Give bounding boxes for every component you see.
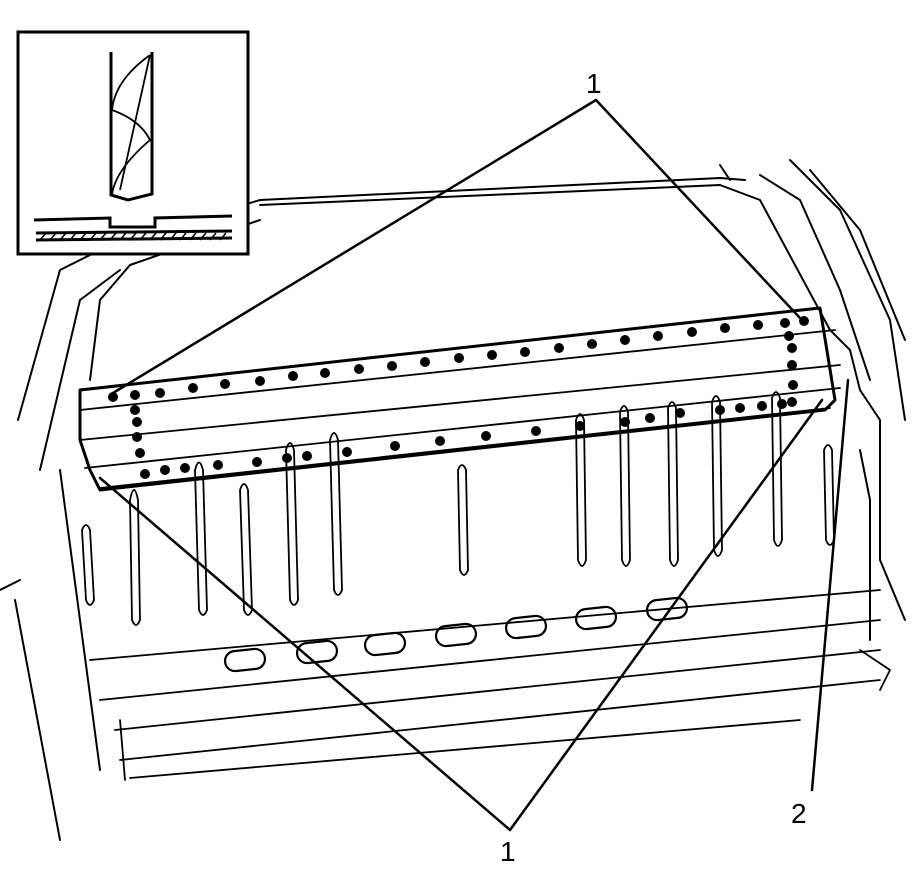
- panel-band: [78, 306, 837, 492]
- drill-bit-icon: [16, 30, 250, 256]
- callout-label-2: 2: [791, 798, 807, 829]
- callout-label-1-bottom: 1: [500, 836, 516, 867]
- leader-lines: [98, 98, 850, 832]
- callout-label-1-top: 1: [586, 68, 602, 99]
- spot-welds: [108, 316, 809, 479]
- slots: [223, 596, 689, 673]
- ribs: [81, 391, 835, 626]
- body-frame-lines: [0, 159, 906, 841]
